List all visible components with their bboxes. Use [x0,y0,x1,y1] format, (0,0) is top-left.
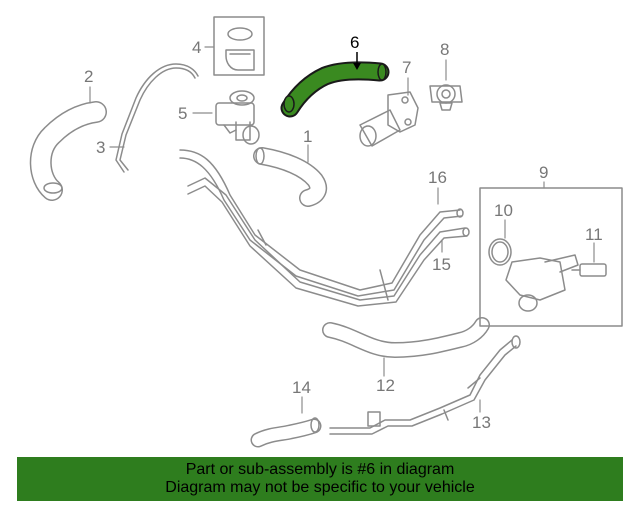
part-6-hose-highlighted [280,52,390,118]
callout-15: 15 [432,255,451,274]
part-14-hose [250,417,322,448]
callout-7: 7 [402,58,411,77]
part-16-15-pipes [179,149,470,307]
callout-13: 13 [472,413,491,432]
part-1-hose [253,147,327,207]
callout-1: 1 [303,127,312,146]
callout-11: 11 [585,225,603,244]
banner-line-1: Part or sub-assembly is #6 in diagram [185,461,455,478]
callout-16: 16 [428,168,447,187]
callout-12: 12 [376,376,395,395]
part-2-hose [29,101,107,201]
leader-lines [89,46,595,414]
callout-4: 4 [192,38,201,57]
callout-3: 3 [96,138,105,157]
callout-9: 9 [539,163,548,182]
part-7-housing [359,91,419,147]
banner-line-2: Diagram may not be specific to your vehi… [165,479,475,496]
part-4-gasket [213,16,265,76]
vehicle-fit-banner: Part or sub-assembly is #6 in diagram Di… [17,457,623,501]
part-13-pipe [329,335,521,435]
part-3-pipe [115,63,199,173]
callout-6: 6 [350,33,359,52]
part-5-fitting [215,90,260,145]
callout-2: 2 [84,67,93,86]
part-8-thermostat [429,84,463,111]
parts-diagram: 2 3 4 5 1 7 8 9 16 10 11 15 12 14 13 6 [29,16,623,448]
part-12-hose [322,317,490,358]
callout-5: 5 [178,104,187,123]
callout-10: 10 [494,201,513,220]
part-9-box [479,187,623,327]
callout-14: 14 [292,378,311,397]
callout-8: 8 [440,40,449,59]
